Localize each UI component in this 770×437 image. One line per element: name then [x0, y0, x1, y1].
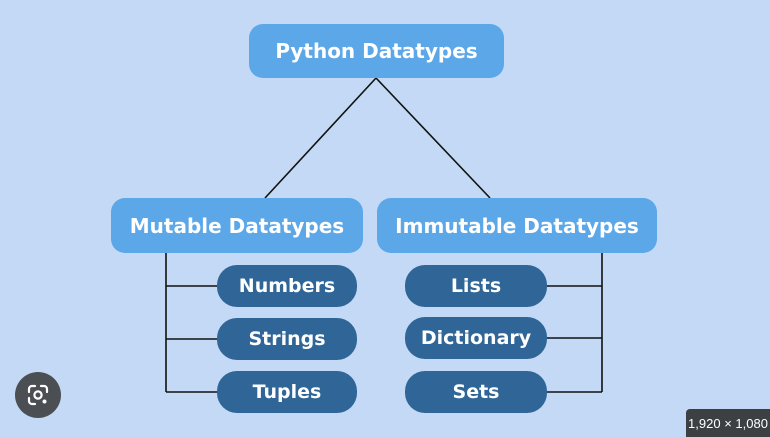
leaf-sets: Sets — [405, 371, 547, 413]
root-label: Python Datatypes — [275, 39, 478, 63]
immutable-node: Immutable Datatypes — [377, 198, 657, 253]
immutable-label: Immutable Datatypes — [395, 213, 639, 238]
leaf-dictionary: Dictionary — [405, 317, 547, 359]
root-node: Python Datatypes — [249, 24, 504, 78]
leaf-label: Lists — [450, 275, 502, 297]
leaf-strings: Strings — [217, 318, 357, 360]
image-size-label: 1,920 × 1,080 — [688, 415, 768, 431]
google-lens-icon — [27, 384, 49, 406]
leaf-tuples: Tuples — [217, 371, 357, 413]
leaf-lists: Lists — [405, 265, 547, 307]
connector-root-mutable — [264, 77, 377, 199]
mutable-node: Mutable Datatypes — [111, 198, 363, 253]
mutable-label: Mutable Datatypes — [129, 213, 345, 238]
leaf-numbers: Numbers — [217, 265, 357, 307]
image-size-badge: 1,920 × 1,080 — [686, 409, 770, 437]
connector-root-immutable — [375, 77, 491, 199]
leaf-label: Dictionary — [420, 327, 532, 349]
leaf-label: Strings — [248, 328, 326, 350]
leaf-label: Tuples — [252, 381, 322, 403]
leaf-label: Numbers — [238, 275, 336, 297]
google-lens-button[interactable] — [15, 372, 61, 418]
leaf-label: Sets — [452, 381, 500, 403]
